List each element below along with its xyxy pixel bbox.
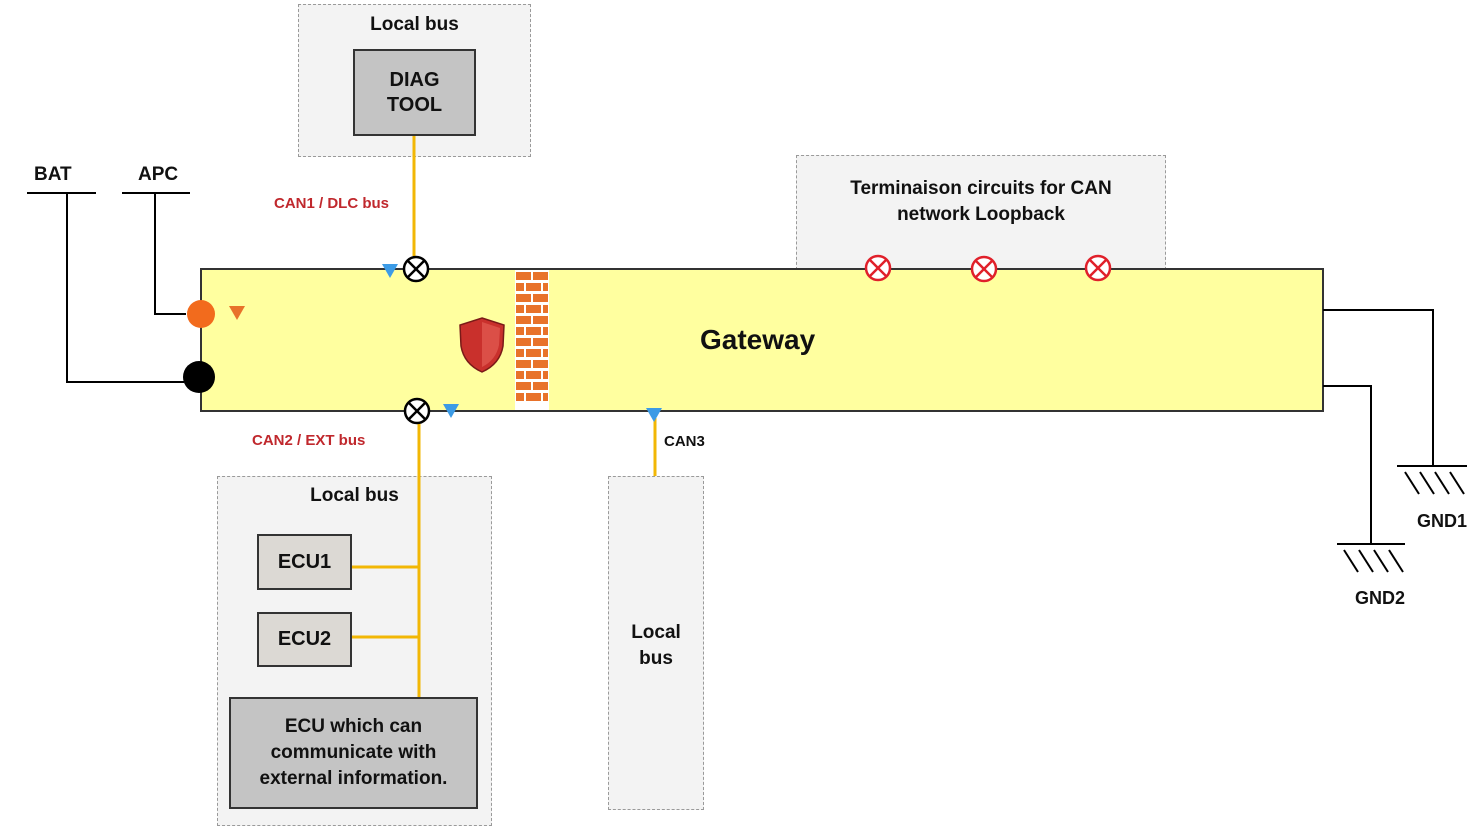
ecu-external-label: ECU which can communicate with external … <box>259 716 448 789</box>
can3-local-bus-zone <box>608 476 704 810</box>
gnd2-symbol <box>1337 543 1405 573</box>
shield-icon <box>459 317 505 373</box>
ecu1-label: ECU1 <box>277 550 332 573</box>
apc-wire <box>154 193 186 315</box>
ecu2-label: ECU2 <box>277 628 332 650</box>
gnd1-label: GND1 <box>1417 511 1468 531</box>
termination-zone <box>796 155 1166 270</box>
firewall-icon <box>515 270 549 410</box>
can2-connector <box>403 397 431 425</box>
gnd2-label: GND2 <box>1355 588 1406 608</box>
ecu2-box: ECU2 <box>257 612 352 667</box>
can1-connector <box>402 255 430 283</box>
gateway-body <box>200 268 1324 412</box>
termination-title: Terminaison circuits for CAN network Loo… <box>850 178 1112 225</box>
apc-marker <box>229 306 245 320</box>
bottom-local-bus-title: Local bus <box>310 485 399 506</box>
gnd2-wire <box>1323 385 1372 544</box>
can3-marker <box>646 408 662 422</box>
diag-tool-label: DIAG TOOL <box>386 68 443 116</box>
can3-local-bus-title: Local bus <box>631 622 681 669</box>
gateway-label: Gateway <box>700 324 816 355</box>
can2-label: CAN2 / EXT bus <box>252 432 366 449</box>
can2-marker <box>443 404 459 418</box>
apc-label: APC <box>138 164 179 185</box>
bat-wire <box>66 193 184 383</box>
bat-label: BAT <box>34 164 72 185</box>
can1-label: CAN1 / DLC bus <box>274 195 390 212</box>
diag-tool-box: DIAG TOOL <box>353 49 476 136</box>
termination-mark-3 <box>1084 254 1112 282</box>
can1-marker <box>382 264 398 278</box>
termination-mark-2 <box>970 255 998 283</box>
termination-mark-1 <box>864 254 892 282</box>
can3-label: CAN3 <box>664 433 705 450</box>
gnd1-wire <box>1323 309 1434 466</box>
ecu1-box: ECU1 <box>257 534 352 590</box>
gnd1-symbol <box>1397 465 1467 495</box>
top-local-bus-title: Local bus <box>370 14 459 35</box>
ecu-external-box: ECU which can communicate with external … <box>229 697 478 809</box>
bat-connector <box>183 361 215 393</box>
apc-connector <box>187 300 215 328</box>
